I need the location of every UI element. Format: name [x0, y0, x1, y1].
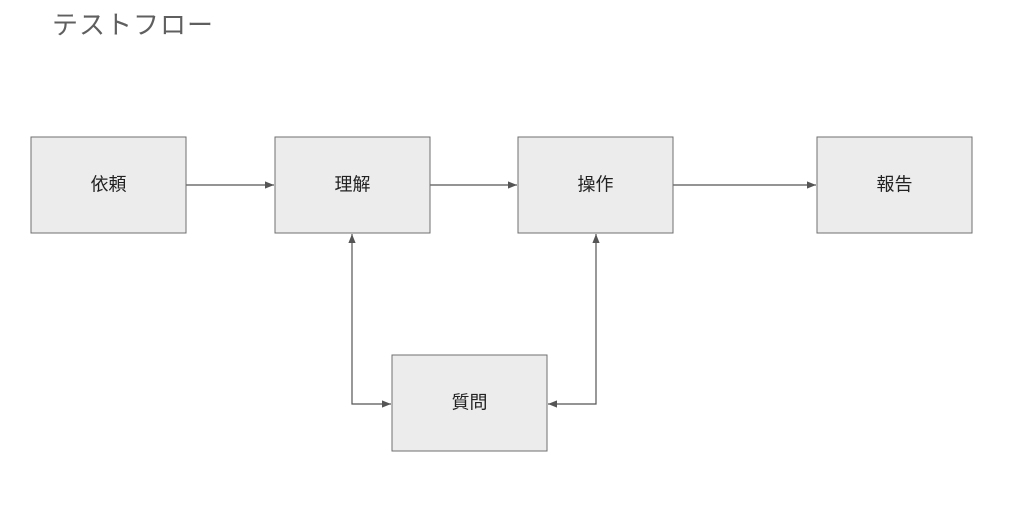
node-request-label: 依頼	[91, 175, 127, 196]
node-understand-label: 理解	[335, 175, 371, 196]
node-request: 依頼	[30, 136, 187, 234]
page-title: テストフロー	[52, 11, 215, 41]
edge-understand-question	[348, 234, 391, 408]
node-operate-box	[517, 136, 674, 234]
node-report-label: 報告	[877, 175, 913, 196]
edges	[186, 181, 816, 408]
node-report: 報告	[816, 136, 973, 234]
node-understand-box	[274, 136, 431, 234]
node-request-box	[30, 136, 187, 234]
node-operate-label: 操作	[578, 175, 614, 196]
node-question-box	[391, 354, 548, 452]
node-report-box	[816, 136, 973, 234]
node-question: 質問	[391, 354, 548, 452]
node-question-label: 質問	[452, 393, 488, 414]
node-understand: 理解	[274, 136, 431, 234]
node-operate: 操作	[517, 136, 674, 234]
edge-operate-question	[548, 234, 600, 408]
